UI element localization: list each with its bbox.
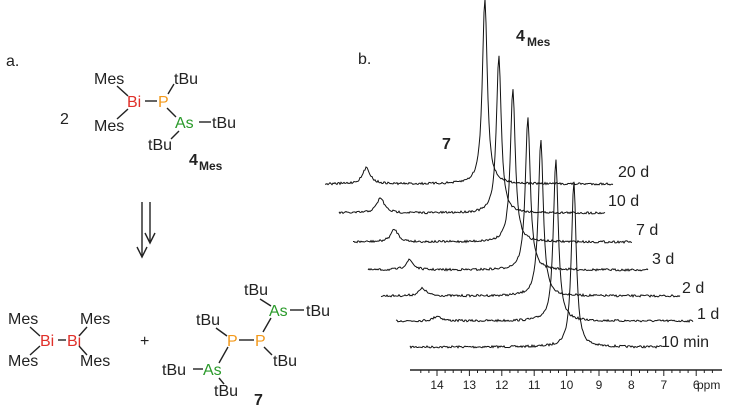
time-label-7d: 7 d — [636, 222, 658, 239]
spectrum-trace-7d — [353, 89, 633, 244]
product-mes-bl: Mes — [8, 353, 38, 370]
axis-tick-label: 8 — [628, 378, 635, 392]
product-mes-tl: Mes — [8, 311, 38, 328]
p7-tbu-as-top-right: tBu — [306, 303, 330, 320]
product-mes-tr: Mes — [80, 311, 110, 328]
reactant-tbu-as-right: tBu — [212, 115, 236, 132]
p7-p-right: P — [255, 333, 266, 350]
spectrum-trace-1d — [395, 159, 694, 324]
ppm-axis-unit: ppm — [697, 378, 720, 392]
axis-tick-label: 12 — [495, 378, 509, 392]
ppm-axis: 14 13 12 11 10 9 8 7 6 — [420, 370, 713, 392]
time-label-3d: 3 d — [652, 251, 674, 268]
reactant-mes-bottom: Mes — [94, 118, 124, 135]
reactant-bonds — [116, 83, 211, 140]
panel-b-label: b. — [358, 51, 371, 68]
axis-tick-label: 6 — [693, 378, 700, 392]
reactant-number-subscript: Mes — [199, 159, 223, 173]
product-mes-br: Mes — [80, 353, 110, 370]
p7-tbu-as-bottom: tBu — [214, 383, 238, 400]
reactant-bi: Bi — [127, 94, 141, 111]
time-label-1d: 1 d — [697, 306, 719, 323]
peak-label-4mes-subscript: Mes — [527, 35, 551, 49]
bibi-bonds — [29, 326, 88, 356]
axis-tick-label: 11 — [528, 378, 541, 392]
reaction-arrows — [136, 202, 156, 259]
panel-a-label: a. — [6, 53, 19, 70]
axis-tick-label: 10 — [560, 378, 574, 392]
spectrum-trace-10min — [409, 181, 663, 349]
p7-as-top: As — [269, 303, 288, 320]
p7-tbu-p-left: tBu — [196, 312, 220, 329]
coefficient: 2 — [60, 111, 69, 128]
product-bi-right: Bi — [67, 333, 81, 350]
p7-p-left: P — [227, 333, 238, 350]
spectrum-trace-3d — [367, 117, 649, 272]
p7-number: 7 — [254, 392, 263, 409]
time-label-2d: 2 d — [682, 280, 704, 297]
p7-tbu-p-right: tBu — [273, 353, 297, 370]
p7-tbu-top: tBu — [244, 282, 268, 299]
reactant-number: 4 — [189, 152, 198, 169]
p7-tbu-as-bottom-left: tBu — [162, 362, 186, 379]
product-bi-left: Bi — [40, 333, 54, 350]
spectrum-trace-20d — [324, 0, 614, 186]
axis-tick-label: 9 — [596, 378, 603, 392]
reactant-mes-top: Mes — [94, 71, 124, 88]
p7-as-bottom: As — [203, 362, 222, 379]
time-labels: 20 d 10 d 7 d 3 d 2 d 1 d 10 min — [608, 164, 719, 351]
reactant-p: P — [158, 94, 169, 111]
nmr-spectra — [324, 0, 694, 349]
reactant-tbu-as-bottom: tBu — [148, 137, 172, 154]
axis-tick-label: 13 — [463, 378, 477, 392]
plus-sign: + — [140, 333, 149, 350]
peak-label-7: 7 — [442, 136, 451, 153]
peak-label-4mes: 4 — [516, 28, 525, 45]
time-label-20d: 20 d — [618, 164, 649, 181]
spectrum-trace-2d — [380, 139, 681, 298]
axis-tick-label: 7 — [660, 378, 667, 392]
reactant-as: As — [175, 115, 194, 132]
p7-bonds — [193, 298, 304, 385]
time-label-10min: 10 min — [661, 334, 709, 351]
time-label-10d: 10 d — [608, 193, 639, 210]
reactant-tbu-p: tBu — [174, 71, 198, 88]
spectrum-trace-10d — [338, 55, 606, 215]
axis-tick-label: 14 — [430, 378, 444, 392]
